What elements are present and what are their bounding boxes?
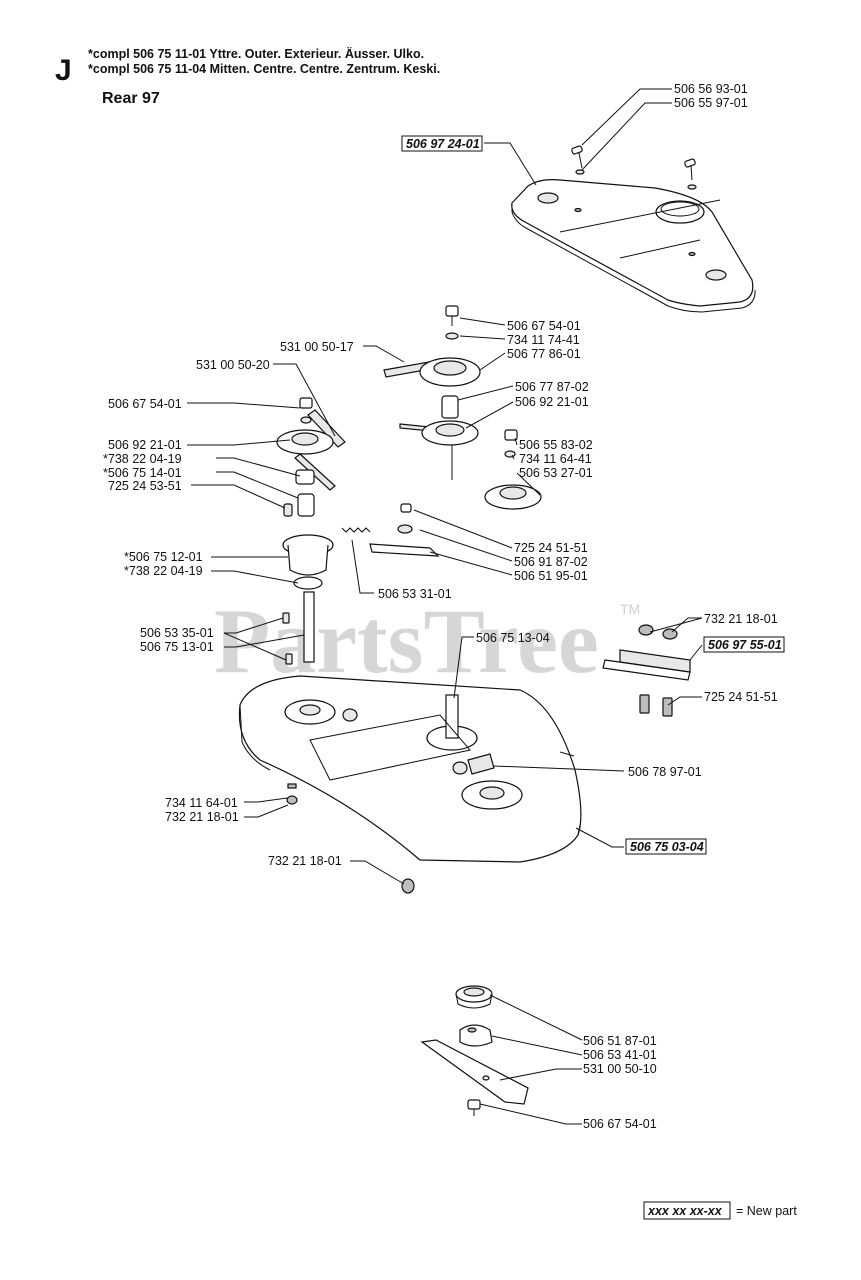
- mower-deck: [238, 675, 582, 894]
- watermark-text: PartsTree: [214, 590, 599, 692]
- part-label: 506 53 27-01: [519, 466, 593, 480]
- new-part-box: [703, 636, 785, 653]
- header-line-2: *compl 506 75 11-04 Mitten. Centre. Cent…: [88, 62, 440, 76]
- part-label: 506 51 87-01: [583, 1034, 657, 1048]
- part-label-new: 506 75 03-04: [630, 840, 704, 854]
- part-label: 506 55 97-01: [674, 96, 748, 110]
- part-label: 734 11 74-41: [507, 333, 580, 347]
- part-label: 506 55 83-02: [519, 438, 593, 452]
- part-label: 531 00 50-20: [196, 358, 270, 372]
- part-label: 531 00 50-10: [583, 1062, 657, 1076]
- part-labels: 506 56 93-01 506 55 97-01 506 97 24-01 5…: [103, 82, 782, 1131]
- legend: xxx xx xx-xx = New part: [643, 1201, 797, 1220]
- part-label: *738 22 04-19: [124, 564, 203, 578]
- part-label: 732 21 18-01: [704, 612, 778, 626]
- part-label: *738 22 04-19: [103, 452, 182, 466]
- part-label: 506 92 21-01: [515, 395, 589, 409]
- legend-box: [643, 1201, 731, 1220]
- part-label: 506 67 54-01: [583, 1117, 657, 1131]
- part-label: *506 75 14-01: [103, 466, 182, 480]
- blade-assembly: [420, 985, 529, 1116]
- part-label: 506 53 41-01: [583, 1048, 657, 1062]
- part-label: 732 21 18-01: [268, 854, 342, 868]
- part-label: 506 53 31-01: [378, 587, 452, 601]
- header: J *compl 506 75 11-01 Yttre. Outer. Exte…: [55, 46, 440, 107]
- pulley-assembly: [276, 305, 542, 665]
- part-label: 506 67 54-01: [108, 397, 182, 411]
- part-label: 506 51 95-01: [514, 569, 588, 583]
- part-label: 725 24 51-51: [514, 541, 588, 555]
- part-label: 531 00 50-17: [280, 340, 354, 354]
- part-label: *506 75 12-01: [124, 550, 203, 564]
- part-label: 506 78 97-01: [628, 765, 702, 779]
- drawing: [187, 88, 785, 1125]
- part-label: 506 75 13-04: [476, 631, 550, 645]
- legend-sample: xxx xx xx-xx: [647, 1204, 723, 1218]
- side-bracket: [602, 624, 691, 717]
- part-label: 506 75 13-01: [140, 640, 214, 654]
- part-label: 506 77 86-01: [507, 347, 581, 361]
- section-letter: J: [55, 54, 72, 87]
- new-part-box: [625, 838, 707, 855]
- header-line-1: *compl 506 75 11-01 Yttre. Outer. Exteri…: [88, 46, 424, 61]
- legend-text: = New part: [736, 1204, 797, 1218]
- part-label: 734 11 64-01: [165, 796, 238, 810]
- part-label: 732 21 18-01: [165, 810, 239, 824]
- new-part-box: [401, 135, 483, 152]
- part-label: 725 24 51-51: [704, 690, 778, 704]
- part-label: 725 24 53-51: [108, 479, 182, 493]
- part-label: 506 92 21-01: [108, 438, 182, 452]
- part-label: 506 77 87-02: [515, 380, 589, 394]
- watermark: PartsTree TM: [214, 590, 640, 692]
- leader-lines: [187, 88, 703, 1125]
- part-label: 506 56 93-01: [674, 82, 748, 96]
- part-label: 734 11 64-41: [519, 452, 592, 466]
- part-label-new: 506 97 55-01: [708, 638, 782, 652]
- part-label: 506 91 87-02: [514, 555, 588, 569]
- part-label-new: 506 97 24-01: [406, 137, 480, 151]
- watermark-tm: TM: [620, 601, 640, 617]
- cover-plate: [511, 145, 756, 313]
- part-label: 506 53 35-01: [140, 626, 214, 640]
- page-subtitle: Rear 97: [102, 90, 160, 107]
- part-label: 506 67 54-01: [507, 319, 581, 333]
